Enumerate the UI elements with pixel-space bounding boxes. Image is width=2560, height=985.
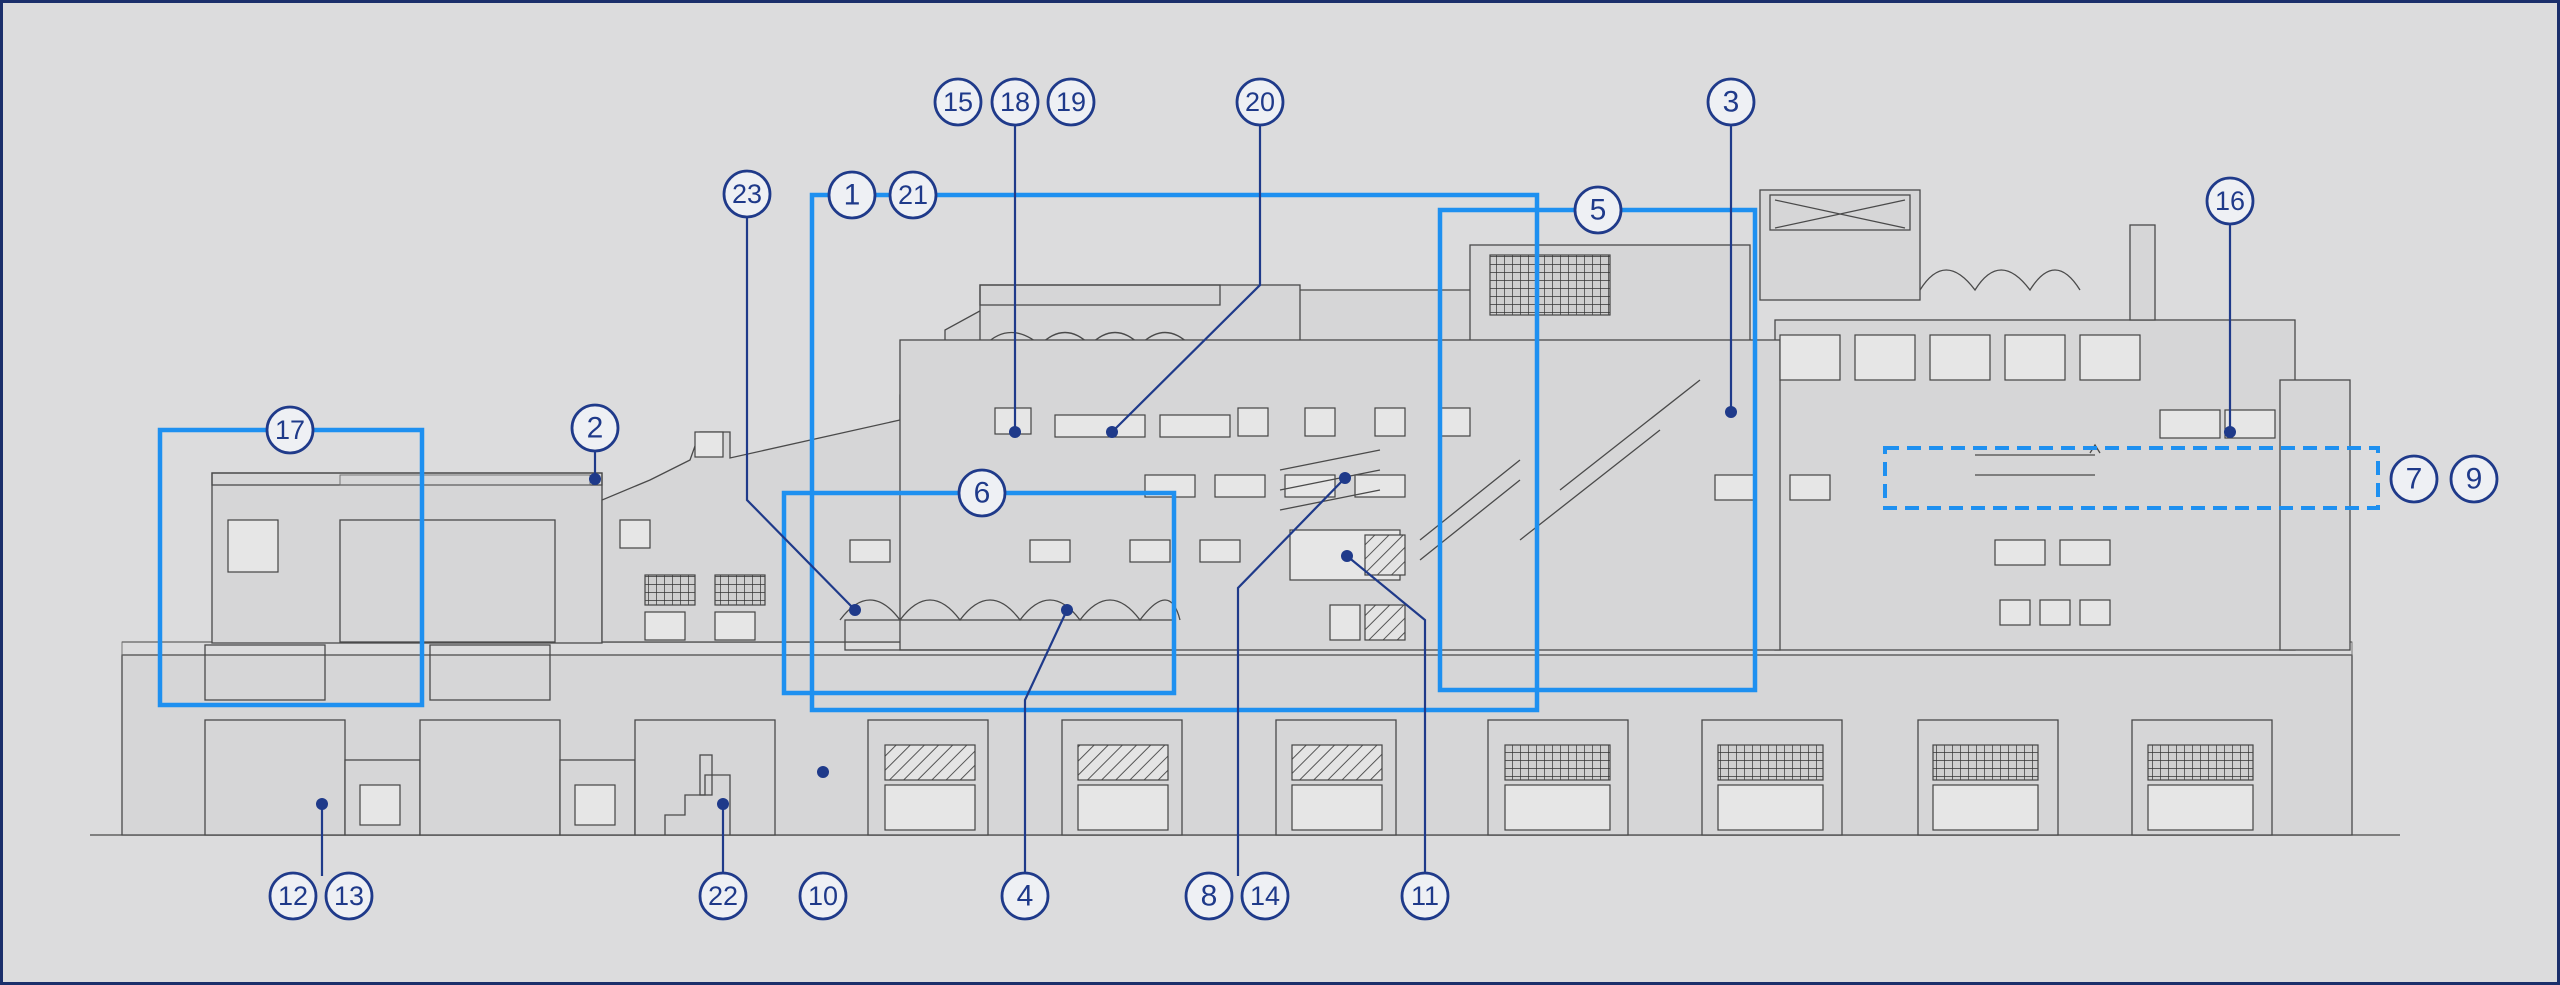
- callout-20: 20: [1235, 77, 1285, 127]
- callout-16: 16: [2205, 176, 2255, 226]
- svg-text:4: 4: [1017, 880, 1034, 913]
- svg-text:23: 23: [732, 179, 762, 209]
- callout-14: 14: [1240, 871, 1290, 921]
- left-low-building: [204, 472, 603, 701]
- svg-text:7: 7: [2406, 463, 2423, 496]
- svg-text:6: 6: [974, 477, 991, 510]
- callout-19: 19: [1046, 77, 1096, 127]
- right-block-windows: [1714, 334, 2276, 626]
- svg-text:20: 20: [1245, 87, 1275, 117]
- callout-22: 22: [698, 871, 748, 921]
- callout-11: 11: [1400, 871, 1450, 921]
- svg-text:15: 15: [943, 87, 973, 117]
- building-elevation: [90, 189, 2400, 836]
- svg-text:21: 21: [898, 180, 928, 210]
- svg-text:1: 1: [844, 179, 861, 212]
- callout-5: 5: [1573, 185, 1623, 235]
- highlight-box-7-9: [1883, 446, 2380, 510]
- svg-text:8: 8: [1201, 880, 1218, 913]
- callout-3: 3: [1706, 77, 1756, 127]
- callout-17: 17: [265, 405, 315, 455]
- svg-text:12: 12: [278, 881, 308, 911]
- callout-2: 2: [570, 403, 620, 453]
- callout-18: 18: [990, 77, 1040, 127]
- callout-12: 12: [268, 871, 318, 921]
- callout-badges: 1 21 2 3 4 5 6 7: [265, 77, 2499, 921]
- svg-text:11: 11: [1411, 881, 1439, 911]
- svg-text:19: 19: [1056, 87, 1086, 117]
- svg-text:10: 10: [808, 881, 838, 911]
- callout-21: 21: [888, 170, 938, 220]
- svg-text:14: 14: [1250, 881, 1280, 911]
- ground-floor: [204, 719, 2273, 836]
- svg-text:3: 3: [1723, 86, 1740, 119]
- svg-text:22: 22: [708, 881, 738, 911]
- svg-text:13: 13: [334, 881, 364, 911]
- svg-text:9: 9: [2466, 463, 2483, 496]
- callout-4: 4: [1000, 871, 1050, 921]
- highlight-box-1-21: [809, 192, 1540, 713]
- leader-lines: [316, 120, 2236, 876]
- callout-6: 6: [957, 468, 1007, 518]
- callout-15: 15: [933, 77, 983, 127]
- callout-23: 23: [722, 169, 772, 219]
- main-facade: [839, 339, 1781, 651]
- svg-text:18: 18: [1000, 87, 1030, 117]
- callout-1: 1: [827, 170, 877, 220]
- svg-text:5: 5: [1590, 194, 1607, 227]
- svg-text:16: 16: [2215, 186, 2245, 216]
- callout-9: 9: [2449, 454, 2499, 504]
- callout-13: 13: [324, 871, 374, 921]
- callout-8: 8: [1184, 871, 1234, 921]
- svg-text:2: 2: [587, 412, 604, 445]
- callout-10: 10: [798, 871, 848, 921]
- callout-7: 7: [2389, 454, 2439, 504]
- svg-text:17: 17: [275, 415, 305, 445]
